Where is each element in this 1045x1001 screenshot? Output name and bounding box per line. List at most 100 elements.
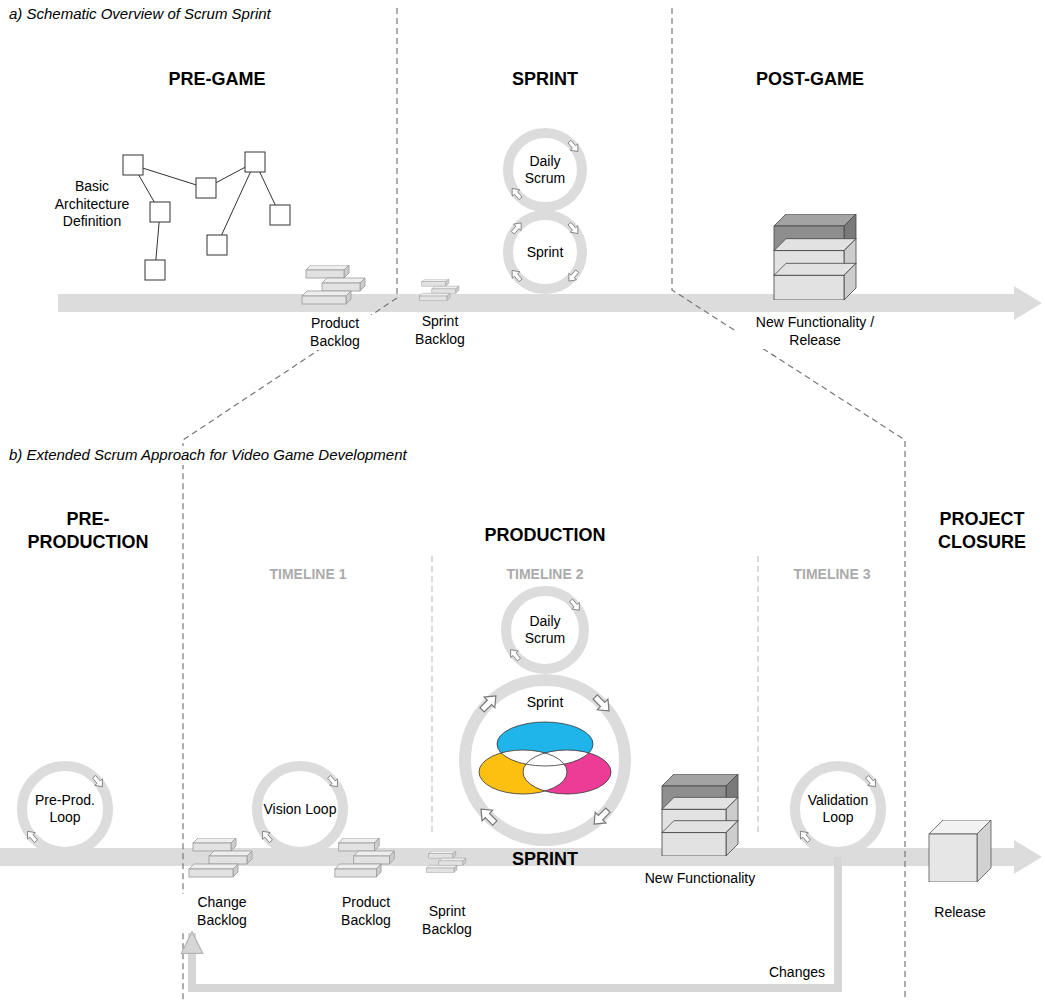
block-side <box>456 286 459 293</box>
venn-ellipse <box>497 722 593 766</box>
stack-drawing <box>405 279 475 301</box>
stack-drawing <box>324 838 408 878</box>
block-top <box>306 265 349 270</box>
backlog-stack: New Functionality / Release <box>735 214 895 349</box>
block-side <box>233 864 238 877</box>
loop-circle <box>257 766 343 852</box>
block-front <box>774 275 844 300</box>
stack-caption: New Functionality / Release <box>735 314 895 349</box>
loop-direction-arrow <box>259 828 275 844</box>
loop-direction-arrow <box>565 268 581 284</box>
loop-direction-arrow <box>589 805 613 829</box>
architecture-box <box>123 155 143 175</box>
sprint-loop: SprintSPRINT <box>459 674 631 846</box>
block-top <box>189 864 238 869</box>
architecture-box <box>207 235 227 255</box>
block-top <box>774 214 856 226</box>
timeline-label: TIMELINE 2 <box>490 566 600 584</box>
loop-direction-arrow <box>590 692 614 716</box>
loop-circle <box>506 591 584 669</box>
architecture-box <box>270 205 290 225</box>
block-side <box>446 279 449 286</box>
block-top <box>662 774 738 786</box>
block-front <box>209 856 247 864</box>
block-front <box>189 869 233 877</box>
block-top <box>429 851 456 854</box>
block-top <box>302 291 351 296</box>
phase-divider <box>431 556 432 835</box>
block-top <box>439 858 466 861</box>
loop-direction-arrow <box>477 691 501 715</box>
backlog-stack: Sprint Backlog <box>405 279 475 348</box>
change-feedback-arrow <box>192 857 838 988</box>
loop-direction-arrow <box>566 220 582 236</box>
block-top <box>322 278 365 283</box>
block-front <box>322 283 360 291</box>
stack-caption: Sprint Backlog <box>405 313 475 348</box>
block-side <box>844 263 856 300</box>
block-side <box>376 864 381 877</box>
block-side <box>726 821 738 856</box>
venn-outline <box>523 750 611 794</box>
stack-caption: Sprint Backlog <box>409 903 485 938</box>
timeline-arrow <box>0 840 1042 874</box>
stack-icon <box>302 265 365 304</box>
process-loop: Vision Loop <box>252 761 348 857</box>
block-side <box>447 293 450 300</box>
block-front <box>432 289 456 293</box>
process-loop: Daily Scrum <box>503 128 587 212</box>
block-top <box>774 239 856 251</box>
venn-overlap <box>497 722 593 766</box>
block-front <box>422 282 446 286</box>
backlog-stack: Product Backlog <box>324 838 408 929</box>
loop-label: Vision Loop <box>264 801 337 818</box>
phase-label: SPRINT <box>459 849 631 870</box>
backlog-stack: Release <box>920 820 1000 922</box>
loop-direction-arrow <box>509 220 525 236</box>
stack-icon <box>419 279 459 300</box>
block-side <box>247 851 252 864</box>
stack-icon <box>774 214 856 300</box>
loop-text-box: Daily Scrum <box>503 128 587 212</box>
loop-text-box: Daily Scrum <box>501 586 589 674</box>
backlog-label: New Functionality / Release <box>735 314 895 349</box>
venn-outline <box>497 722 593 766</box>
block-top <box>193 838 236 843</box>
block-top <box>209 851 252 856</box>
backlog-label: Product Backlog <box>293 315 377 350</box>
loop-circle <box>795 766 881 852</box>
timeline-label: TIMELINE 3 <box>777 566 887 584</box>
block-top <box>335 864 381 869</box>
block-front <box>662 833 726 856</box>
block-top <box>426 865 457 868</box>
block-top <box>422 279 449 282</box>
block-side <box>231 838 236 851</box>
backlog-stack: Product Backlog <box>293 265 377 350</box>
block-side <box>454 865 457 872</box>
architecture-box <box>145 260 165 280</box>
block-top <box>419 293 450 296</box>
phase-divider <box>183 8 397 1001</box>
block-side <box>453 851 456 858</box>
stack-icon <box>189 838 252 877</box>
loop-direction-arrow <box>566 138 582 154</box>
stack-caption: Release <box>920 904 1000 922</box>
architecture-box <box>245 152 265 172</box>
block-front <box>929 834 977 882</box>
stack-icon <box>929 820 991 882</box>
edge-label: Changes <box>766 964 828 980</box>
block-front <box>439 861 463 865</box>
loop-text-box: Vision Loop <box>252 761 348 857</box>
process-loop: Pre-Prod. Loop <box>17 761 113 857</box>
block-top <box>662 797 738 809</box>
backlog-stack: New Functionality <box>635 774 765 888</box>
stack-caption: New Functionality <box>635 870 765 888</box>
annotation-text: Basic Architecture Definition <box>42 178 142 231</box>
block-side <box>374 838 379 851</box>
loop-direction-arrow <box>507 646 523 662</box>
stack-drawing <box>180 838 264 878</box>
block-front <box>306 270 344 278</box>
backlog-label: Release <box>932 904 987 922</box>
block-side <box>344 265 349 278</box>
